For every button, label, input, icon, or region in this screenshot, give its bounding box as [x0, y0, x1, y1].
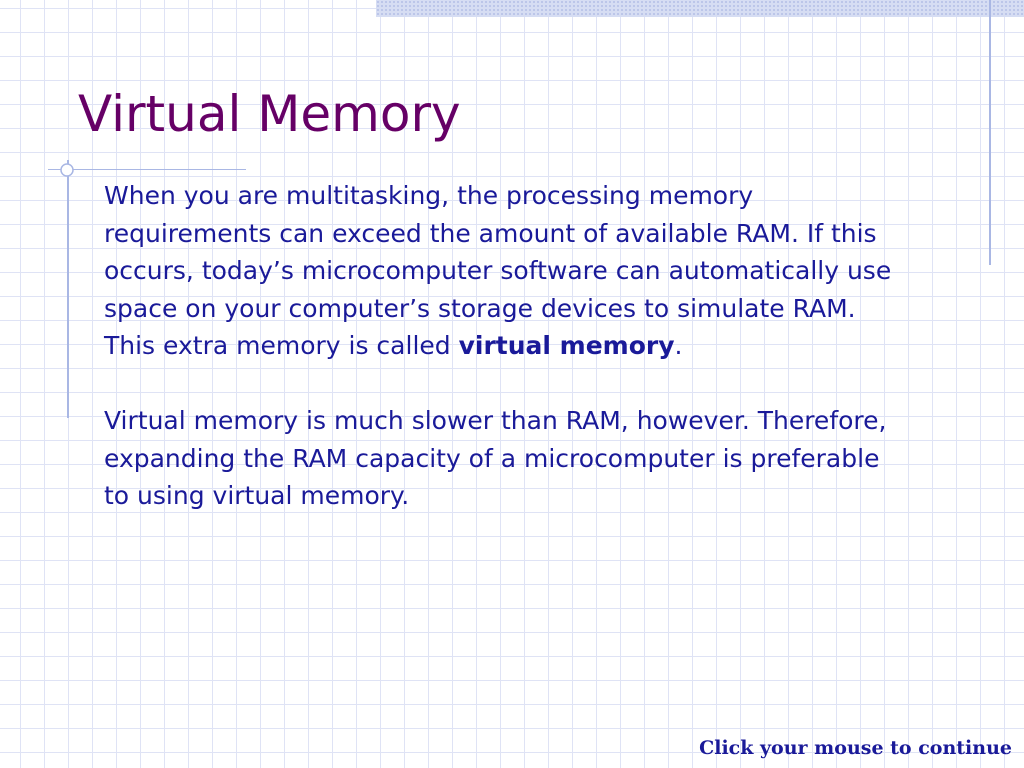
virtual-memory-term: virtual memory — [458, 331, 675, 360]
paragraph-1: When you are multitasking, the processin… — [104, 177, 894, 365]
left-vertical-rule — [67, 160, 69, 418]
paragraph-2: Virtual memory is much slower than RAM, … — [104, 406, 887, 510]
top-pattern-band — [376, 0, 1024, 17]
paragraph-1-end: . — [674, 331, 683, 360]
crosshair-ornament-icon — [60, 163, 74, 177]
right-vertical-rule — [989, 0, 991, 265]
continue-prompt[interactable]: Click your mouse to continue — [699, 737, 1012, 759]
slide-title: Virtual Memory — [78, 85, 461, 143]
slide-body: When you are multitasking, the processin… — [104, 177, 894, 515]
paragraph-1-text: When you are multitasking, the processin… — [104, 181, 892, 360]
title-underline-rule — [48, 169, 246, 170]
